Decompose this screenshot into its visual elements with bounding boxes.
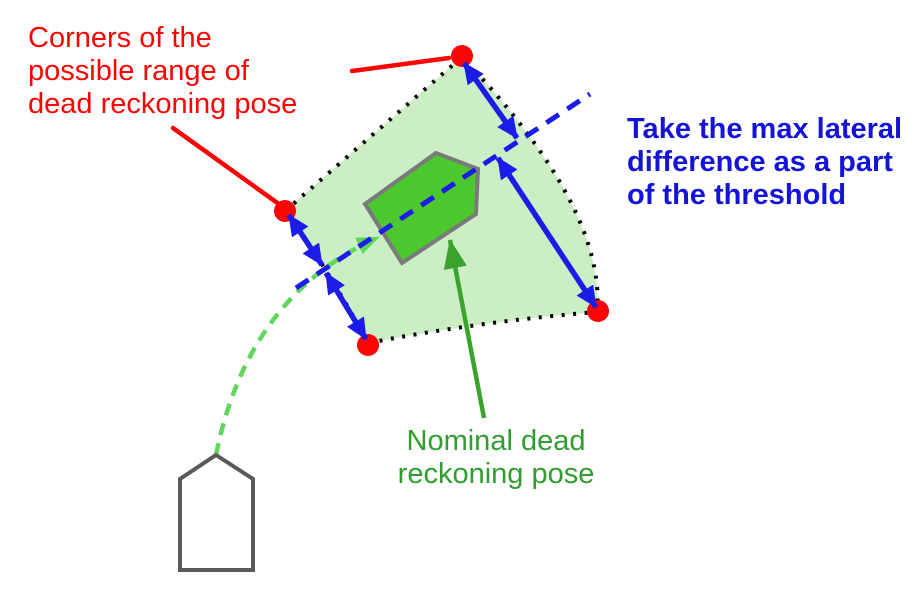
lateral-arrow-right — [495, 156, 599, 309]
threshold-annotation: Take the max lateral difference as a par… — [627, 113, 903, 211]
nominal-pose-vehicle — [362, 150, 481, 266]
heading-dashed-line — [294, 91, 592, 291]
lateral-arrow-top — [461, 61, 520, 140]
lateral-arrow-left-upper — [286, 213, 325, 267]
ego-vehicle — [178, 452, 255, 572]
nominal-annotation: Nominal dead reckoning pose — [397, 425, 595, 490]
corner-pointer-line-top — [349, 55, 452, 74]
corner-dot-top — [451, 45, 473, 67]
corner-pointer-line-left — [170, 125, 286, 210]
lateral-arrow-left-lower — [323, 271, 369, 341]
corners-annotation: Corners of the possible range of dead re… — [28, 22, 298, 120]
nominal-pose-arrow — [443, 239, 487, 419]
